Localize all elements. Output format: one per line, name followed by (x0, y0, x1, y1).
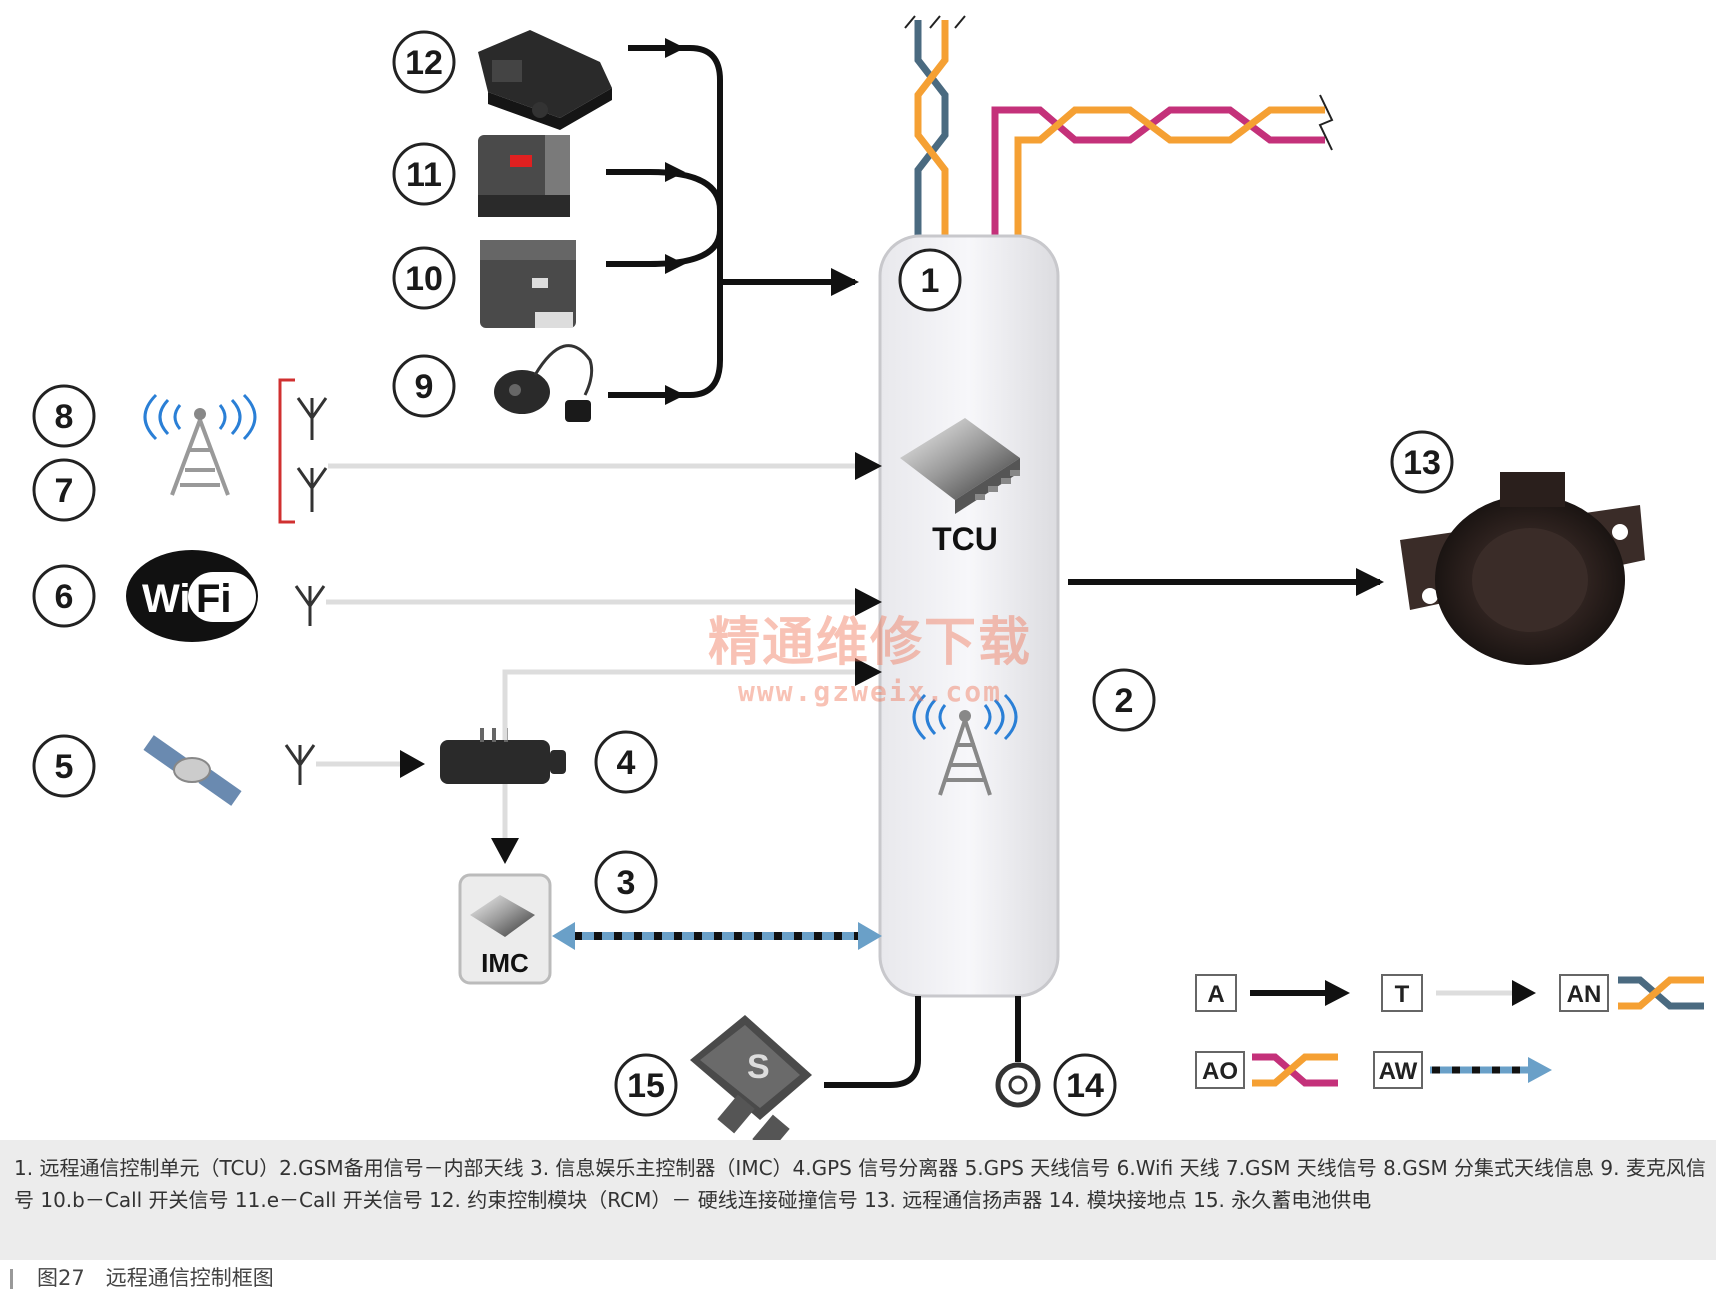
ecall-switch-icon (478, 135, 570, 217)
callout-13: 13 (1390, 430, 1454, 494)
svg-text:Wi: Wi (142, 577, 191, 621)
imc-tcu-aw-bus (552, 922, 882, 950)
callout-5: 5 (32, 734, 96, 798)
svg-text:8: 8 (55, 398, 74, 436)
wifi-logo-icon: Wi Fi (126, 550, 258, 642)
rcm-module-icon (478, 30, 612, 130)
callout-11: 11 (392, 142, 456, 206)
callout-1: 1 (898, 248, 962, 312)
svg-text:AW: AW (1379, 1058, 1418, 1085)
gsm-antenna-icon (296, 467, 328, 512)
callout-2: 2 (1092, 668, 1156, 732)
svg-text:AO: AO (1202, 1058, 1238, 1085)
gsm-arrowhead (855, 452, 882, 480)
svg-text:T: T (1395, 981, 1410, 1008)
svg-text:5: 5 (55, 748, 74, 786)
svg-text:13: 13 (1403, 444, 1441, 482)
wifi-antenna-icon (294, 585, 326, 626)
legend-an: AN (1559, 974, 1704, 1012)
svg-text:7: 7 (55, 472, 74, 510)
callout-6: 6 (32, 564, 96, 628)
legend-aw: AW (1373, 1051, 1552, 1089)
svg-text:6: 6 (55, 578, 74, 616)
callout-9: 9 (392, 354, 456, 418)
callout-4: 4 (594, 730, 658, 794)
gsm-tower-icon (143, 393, 257, 496)
svg-text:4: 4 (617, 744, 636, 782)
imc-chip-icon (470, 895, 535, 937)
splitter-imc-arrowhead (491, 838, 519, 864)
internal-gsm-tower-icon (912, 693, 1018, 796)
ground-point-icon (995, 996, 1041, 1108)
tcu-label: TCU (932, 521, 998, 557)
bcall-switch-icon (480, 240, 576, 328)
svg-text:Fi: Fi (196, 577, 232, 621)
legend-a: A (1195, 974, 1350, 1012)
svg-text:2: 2 (1115, 682, 1134, 720)
tcu-module (878, 234, 1060, 998)
battery-supply-line (824, 996, 921, 1088)
svg-text:11: 11 (406, 156, 442, 194)
splitter-to-tcu-line (502, 669, 860, 740)
title-bar-divider (10, 1269, 13, 1289)
svg-text:14: 14 (1066, 1067, 1104, 1105)
tcu-chip-icon (900, 418, 1020, 514)
callout-3: 3 (594, 850, 658, 914)
svg-text:A: A (1207, 981, 1224, 1008)
svg-text:AN: AN (1567, 981, 1602, 1008)
legend-ao: AO (1195, 1051, 1338, 1089)
hardwired-signal-lines (606, 45, 859, 398)
imc-label: IMC (481, 948, 529, 978)
callout-12: 12 (392, 30, 456, 94)
callout-14: 14 (1053, 1053, 1117, 1117)
svg-text:9: 9 (415, 368, 434, 406)
svg-text:S: S (747, 1048, 770, 1086)
svg-text:3: 3 (617, 864, 636, 902)
legend-t: T (1381, 974, 1536, 1012)
speaker-icon (1400, 472, 1645, 665)
microphone-icon (494, 344, 594, 422)
callout-15: 15 (614, 1053, 678, 1117)
svg-text:1: 1 (921, 262, 940, 300)
callout-7: 7 (32, 458, 96, 522)
svg-text:10: 10 (405, 260, 443, 298)
caption-box: 1. 远程通信控制单元（TCU）2.GSM备用信号－内部天线 3. 信息娱乐主控… (0, 1140, 1716, 1260)
legend: A T AN AO AW (1195, 974, 1704, 1089)
wifi-arrowhead (855, 588, 882, 616)
svg-text:15: 15 (627, 1067, 665, 1105)
fuse-icon: S (690, 1015, 812, 1154)
figure-title: 图27 远程通信控制框图 (37, 1266, 274, 1290)
gps-splitter-icon (440, 728, 566, 784)
svg-text:12: 12 (405, 44, 443, 82)
small-arrowheads (665, 38, 685, 405)
callout-8: 8 (32, 384, 96, 448)
gps-arrowhead (400, 750, 425, 778)
caption-text: 1. 远程通信控制单元（TCU）2.GSM备用信号－内部天线 3. 信息娱乐主控… (14, 1156, 1706, 1212)
gsm-diversity-antenna-icon (296, 397, 328, 440)
gps-satellite-icon (143, 735, 242, 806)
callout-10: 10 (392, 246, 456, 310)
ao-bus-wires (991, 94, 1334, 238)
antenna-bracket (278, 378, 295, 524)
figure-title-row: 图27 远程通信控制框图 (10, 1262, 274, 1292)
splitter-tcu-arrowhead (855, 658, 882, 686)
number-callouts: 12 11 10 9 1 8 7 6 5 4 3 2 13 15 14 (32, 30, 1454, 1117)
gps-antenna-icon (284, 744, 316, 785)
an-bus-wires (904, 15, 966, 238)
